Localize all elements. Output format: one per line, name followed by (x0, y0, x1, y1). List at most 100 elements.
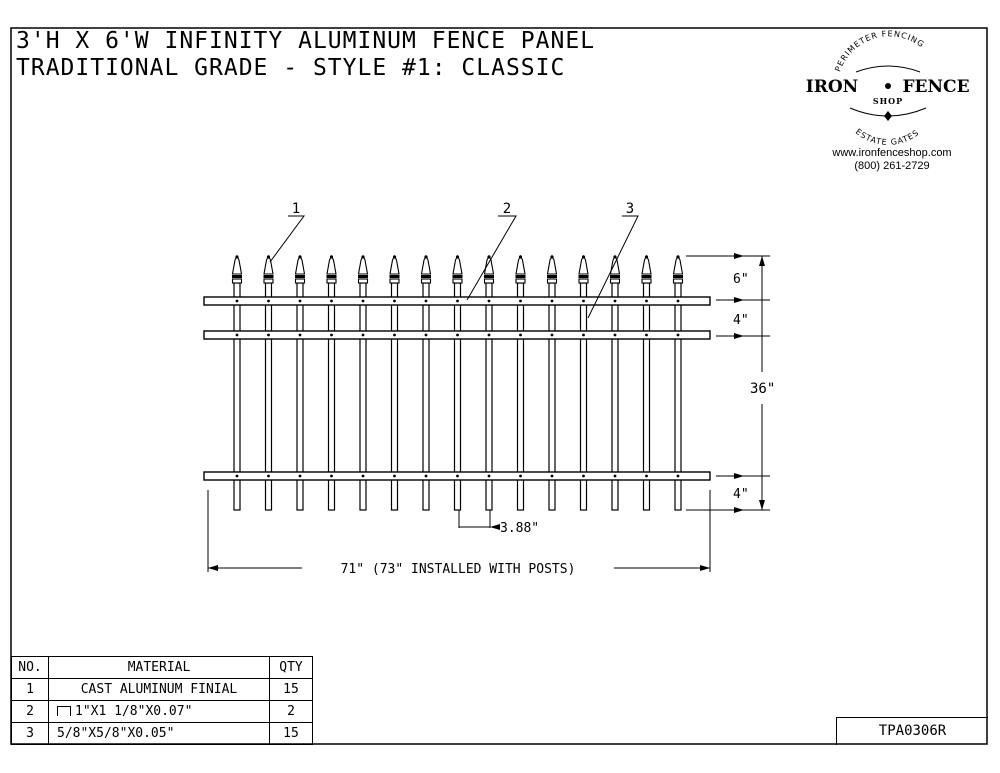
rivet (487, 474, 491, 478)
rivet (613, 299, 617, 303)
rivet (456, 299, 459, 303)
rivet (424, 474, 428, 478)
bom-qty: 2 (269, 700, 313, 723)
bom-material: 1"X1 1/8"X0.07" (75, 704, 193, 719)
sheet-border (10, 27, 988, 745)
rivet (235, 299, 239, 303)
iron-fence-shop-logo: PERIMETER FENCING IRON FENCE SHOP ESTATE… (806, 29, 970, 147)
fence-panel (203, 254, 711, 511)
rivet (298, 333, 302, 337)
rivet (676, 333, 680, 337)
rivet (330, 333, 333, 337)
rivet (487, 299, 491, 303)
picket (294, 254, 306, 511)
bom-no: 3 (11, 722, 49, 745)
logo-shop: SHOP (873, 96, 903, 106)
rivet (456, 333, 459, 337)
rivet (235, 333, 239, 337)
drawing-number: TPA0306R (836, 717, 988, 745)
bom-header-material: MATERIAL (48, 656, 270, 679)
rivet (645, 333, 648, 337)
dimension-lines (207, 255, 770, 572)
rivet (582, 474, 585, 478)
logo-phone: (800) 261-2729 (854, 160, 930, 172)
finial (641, 254, 652, 284)
dim-top-to-rail: 6" (733, 272, 749, 287)
finial (263, 254, 274, 284)
rivet (267, 333, 270, 337)
bom-material: CAST ALUMINUM FINIAL (48, 678, 270, 701)
rivet (645, 474, 648, 478)
dim-rail-gap: 4" (733, 313, 749, 328)
table-row: 3 5/8"X5/8"X0.05" 15 (11, 722, 313, 745)
finial (357, 254, 369, 284)
finial (389, 254, 400, 284)
callout-leaders (269, 215, 639, 319)
rivet (613, 333, 617, 337)
rivet (676, 299, 680, 303)
picket (483, 254, 495, 511)
finial (483, 254, 495, 284)
rivet (519, 333, 522, 337)
callout-3: 3 (626, 201, 634, 217)
picket (452, 254, 463, 511)
drawing-title-line1: 3'H X 6'W INFINITY ALUMINUM FENCE PANEL (16, 28, 596, 54)
callout-2: 2 (503, 201, 511, 217)
rivet (550, 474, 554, 478)
logo-url: www.ironfenceshop.com (832, 147, 952, 159)
finial (546, 254, 558, 284)
pickets-group (231, 254, 684, 511)
bom-material-cell: 1"X1 1/8"X0.07" (48, 700, 270, 723)
picket (420, 254, 432, 511)
bom-header-row: NO. MATERIAL QTY (11, 656, 313, 679)
finial (294, 254, 306, 284)
rivet (550, 299, 554, 303)
logo-brand-left: IRON (806, 77, 858, 97)
finial (672, 254, 684, 284)
rivet (424, 299, 428, 303)
rivet (519, 299, 522, 303)
bom-header-qty: QTY (269, 656, 313, 679)
picket (263, 254, 274, 511)
rivet (361, 333, 365, 337)
rivet (613, 474, 617, 478)
finial (231, 254, 243, 284)
table-row: 2 1"X1 1/8"X0.07" 2 (11, 700, 313, 723)
rivet (298, 299, 302, 303)
dim-bottom-clear: 4" (733, 487, 749, 502)
picket (672, 254, 684, 511)
bom-material: 5/8"X5/8"X0.05" (48, 722, 270, 745)
rivet (298, 474, 302, 478)
rivet (645, 299, 648, 303)
bom-qty: 15 (269, 678, 313, 701)
picket (641, 254, 652, 511)
finial (515, 254, 526, 284)
dim-width: 71" (73" INSTALLED WITH POSTS) (341, 562, 576, 577)
picket (357, 254, 369, 511)
bom-no: 1 (11, 678, 49, 701)
bom-header-no: NO. (11, 656, 49, 679)
bom-qty: 15 (269, 722, 313, 745)
rivet (267, 474, 270, 478)
drawing-title-line2: TRADITIONAL GRADE - STYLE #1: CLASSIC (16, 55, 566, 81)
rivet (519, 474, 522, 478)
rivet (456, 474, 459, 478)
dim-picket-spacing: 3.88" (500, 521, 539, 536)
logo-brand-right: FENCE (902, 77, 969, 97)
leader-1 (269, 215, 305, 263)
finial (578, 254, 589, 284)
finial (420, 254, 432, 284)
rivet (676, 474, 680, 478)
rivet (393, 474, 396, 478)
picket (231, 254, 243, 511)
dim-total-height: 36" (750, 381, 775, 397)
dimension-arrows (208, 253, 765, 571)
rivet (361, 474, 365, 478)
bill-of-materials: NO. MATERIAL QTY 1 CAST ALUMINUM FINIAL … (11, 656, 313, 745)
leader-2 (466, 215, 517, 301)
rivet (582, 299, 585, 303)
rivet (267, 299, 270, 303)
rivet (393, 333, 396, 337)
